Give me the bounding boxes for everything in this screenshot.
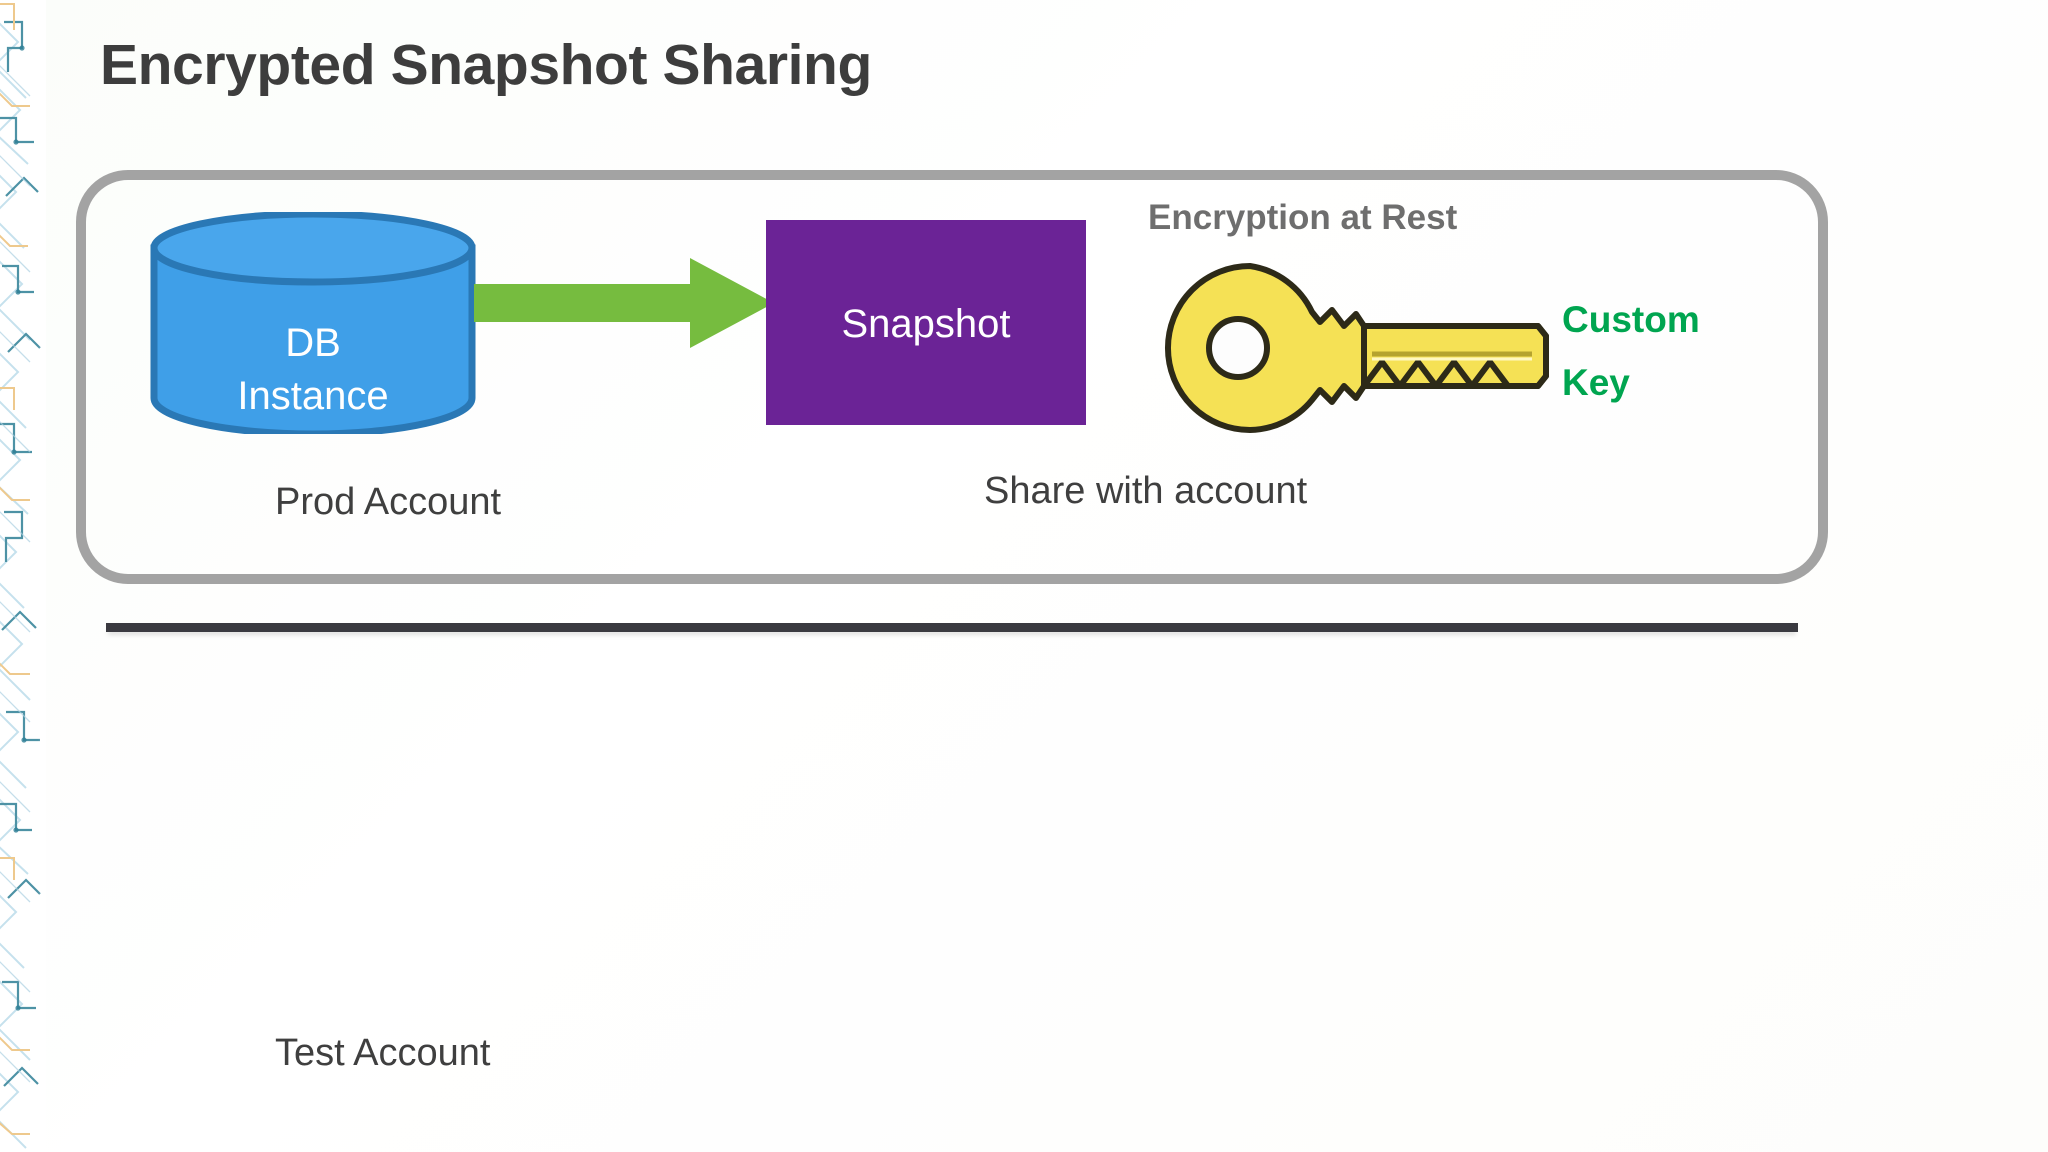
share-with-account-caption: Share with account <box>984 470 1308 512</box>
snapshot-label: Snapshot <box>841 302 1011 346</box>
custom-key-line1: Custom <box>1562 299 1700 340</box>
database-cylinder-icon <box>148 212 478 434</box>
custom-key-line2: Key <box>1562 362 1630 403</box>
edge-circuit-strip <box>0 0 46 1152</box>
prod-account-container <box>76 170 1828 584</box>
test-account-caption: Test Account <box>275 1032 491 1074</box>
section-divider <box>106 623 1798 632</box>
right-arrow-icon <box>474 258 774 348</box>
custom-key-label: Custom Key <box>1562 288 1792 414</box>
key-icon <box>1160 258 1550 438</box>
snapshot-box <box>766 220 1086 425</box>
encryption-at-rest-label: Encryption at Rest <box>1148 198 1458 237</box>
prod-account-caption: Prod Account <box>275 481 502 523</box>
page-title: Encrypted Snapshot Sharing <box>100 33 872 97</box>
